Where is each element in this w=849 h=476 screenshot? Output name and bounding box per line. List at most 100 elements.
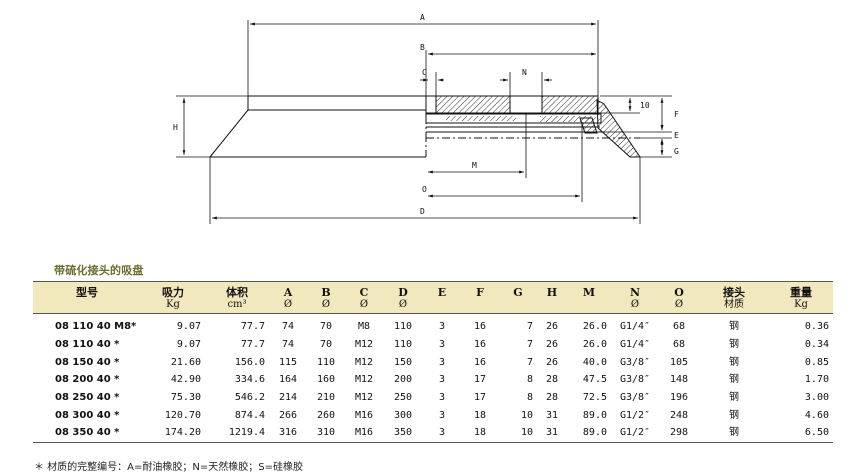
table-cell: 148 [669,374,689,386]
table-cell: 26.0 [582,321,607,333]
dim-label-c: C [422,68,427,77]
table-cell: 1.70 [804,374,829,386]
table-cell: G1/4″ [619,339,651,351]
table-cell: G3/8″ [619,392,651,404]
table-cell: 钢 [729,392,739,404]
table-cell: 350 [393,427,413,439]
table-cell: M12 [354,374,374,386]
table-cell: 31 [545,409,559,421]
column-header: 型号 [33,282,141,314]
column-header-label: N [629,286,641,299]
table-cell: 260 [316,409,336,421]
table-cell: 7 [526,321,533,333]
table-cell: 10 [520,427,533,439]
column-header-unit: Ø [674,299,684,310]
cup-section-view [425,95,641,158]
column-header-label: E [437,286,447,299]
column-header: F [461,282,499,314]
section-title: 带硫化接头的吸盘 [54,264,144,277]
table-cell: 68 [672,339,686,351]
table-cell: 16 [473,356,487,368]
table-cell: 9.07 [176,339,201,351]
table-cell: 115 [278,356,298,368]
table-cell: 196 [669,392,689,404]
table-cell: 74 [281,321,295,333]
table-cell: 214 [278,392,298,404]
table-cell: 120.70 [164,409,201,421]
table-cell: 3 [438,321,446,333]
table-cell: M16 [354,427,374,439]
table-cell: G1/2″ [619,409,651,421]
table-cell: 298 [669,427,689,439]
footnote: ＊ 材质的完整编号：A=耐油橡胶；N=天然橡胶；S=硅橡胶 [34,462,303,473]
column-header-unit: Ø [321,299,331,310]
table-cell: 3 [438,392,446,404]
column-header-label: 吸力 [162,286,184,299]
dim-label-e: E [674,131,679,140]
table-cell: M16 [354,409,374,421]
table-cell: 18 [473,409,487,421]
table-cell: 16 [473,321,487,333]
table-cell: 874.4 [234,409,265,421]
model-cell: 08 250 40 * [55,392,120,404]
table-cell: 17 [473,374,487,386]
table-cell: 17 [473,392,487,404]
column-header-unit: Ø [630,299,640,310]
table-cell: 钢 [729,339,739,351]
model-cell: 08 350 40 * [55,427,120,439]
table-cell: 174.20 [164,427,201,439]
table-cell: 9.07 [176,321,201,333]
table-cell: 74 [281,339,295,351]
table-cell: 70 [319,339,333,351]
table-cell: 钢 [729,321,739,333]
column-header-label: F [476,286,484,299]
table-cell: 6.50 [804,427,829,439]
table-cell: 8 [526,392,533,404]
table-cell: 77.7 [240,339,265,351]
table-cell: 300 [393,409,413,421]
table-cell: 0.85 [804,356,829,368]
column-header-unit: Kg [166,299,180,310]
table-cell: 40.0 [582,356,607,368]
dim-label-g: G [674,147,679,156]
table-cell: 164 [278,374,298,386]
table-cell: 105 [669,356,689,368]
model-cell: 08 150 40 * [55,356,120,368]
table-cell: 210 [316,392,336,404]
table-cell: 3 [438,427,446,439]
table-cell: 110 [316,356,336,368]
column-header-label: 重量 [790,286,812,299]
column-header-label: M [582,286,596,299]
column-header: M [567,282,611,314]
table-cell: 26 [545,339,559,351]
dim-label-b: B [420,43,425,52]
table-cell: 110 [393,339,413,351]
model-cell: 08 110 40 * [55,339,120,351]
technical-drawing: A B C N 10 F H E G M O D [173,13,679,224]
table-cell: 28 [545,374,559,386]
table-cell: 310 [316,427,336,439]
dim-label-f: F [674,110,679,119]
table-cell: 70 [319,321,333,333]
table-cell: 200 [393,374,413,386]
dim-label-m: M [472,161,477,170]
column-header-label: G [513,286,523,299]
table-cell: 0.36 [804,321,829,333]
column-header-unit: 材质 [724,299,744,310]
table-cell: 266 [278,409,298,421]
table-cell: 68 [672,321,686,333]
table-cell: 18 [473,427,487,439]
table-cell: 10 [520,409,533,421]
table-cell: 钢 [729,427,739,439]
